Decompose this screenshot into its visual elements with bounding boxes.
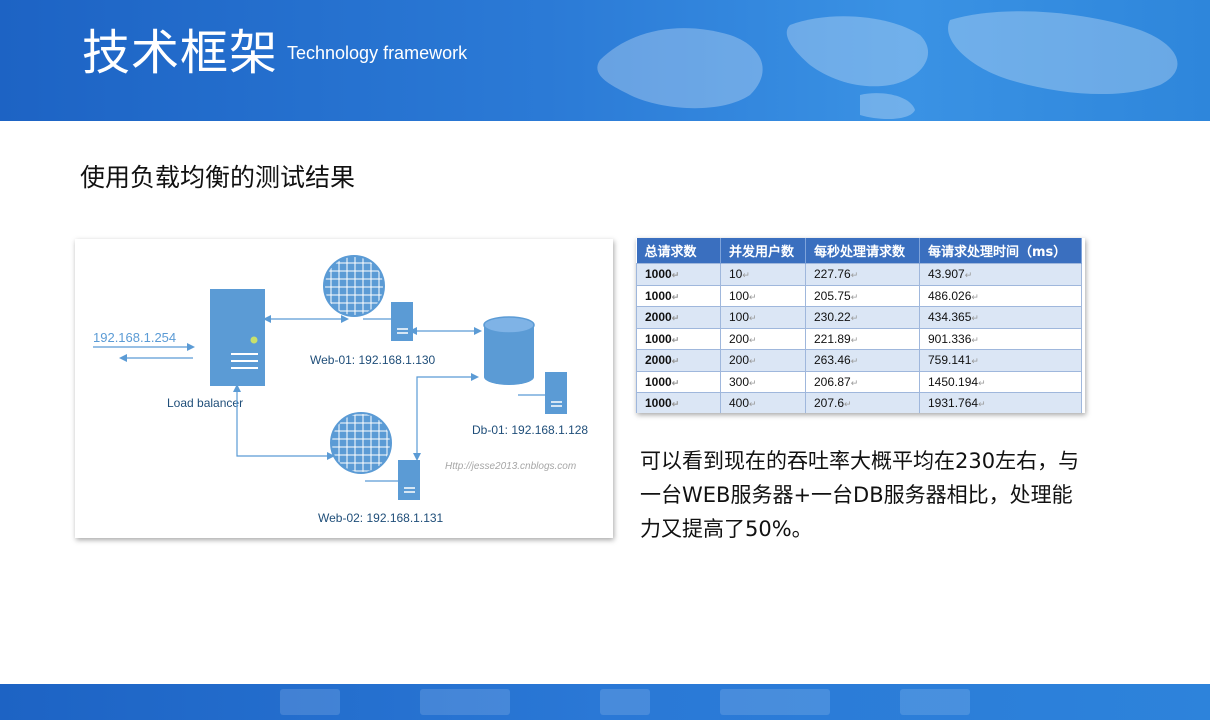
db01-server-icon [545, 372, 567, 414]
cell-total-requests: 2000↵ [636, 349, 721, 372]
page-subtitle: Technology framework [287, 43, 468, 63]
cell-time-per-request: 1450.194↵ [919, 370, 1082, 393]
cell-requests-per-second: 263.46↵ [805, 349, 920, 372]
header-total-requests: 总请求数 [636, 238, 721, 264]
results-table-card: 总请求数 并发用户数 每秒处理请求数 每请求处理时间（ms） 1000↵ 10↵… [636, 238, 1085, 413]
footer-banner [0, 684, 1210, 720]
cell-total-requests: 1000↵ [636, 327, 721, 350]
header-time-per-request: 每请求处理时间（ms） [919, 238, 1082, 264]
lb-web02-arrow [233, 384, 335, 460]
cell-concurrent-users: 300↵ [720, 370, 806, 393]
client-ip-label: 192.168.1.254 [93, 330, 176, 345]
table-row: 2000↵ 200↵ 263.46↵ 759.141↵ [636, 349, 1082, 372]
network-diagram: 192.168.1.254 Load balancer Web-01: 192.… [75, 239, 613, 538]
header-banner: 技术框架 Technology framework [0, 0, 1210, 121]
cell-requests-per-second: 221.89↵ [805, 327, 920, 350]
footer-decoration [280, 689, 340, 715]
footer-decoration [900, 689, 970, 715]
cell-concurrent-users: 100↵ [720, 284, 806, 307]
cell-requests-per-second: 230.22↵ [805, 306, 920, 329]
cell-concurrent-users: 200↵ [720, 327, 806, 350]
load-balancer-label: Load balancer [167, 396, 243, 410]
table-header-row: 总请求数 并发用户数 每秒处理请求数 每请求处理时间（ms） [636, 238, 1082, 264]
cell-concurrent-users: 10↵ [720, 263, 806, 286]
header-concurrent-users: 并发用户数 [720, 238, 806, 264]
summary-paragraph: 可以看到现在的吞吐率大概平均在230左右，与一台WEB服务器+一台DB服务器相比… [640, 449, 1080, 541]
network-diagram-canvas: 192.168.1.254 Load balancer Web-01: 192.… [93, 255, 588, 525]
cell-total-requests: 1000↵ [636, 284, 721, 307]
table-row: 1000↵ 400↵ 207.6↵ 1931.764↵ [636, 392, 1082, 413]
web02-server-icon [398, 460, 420, 500]
cell-total-requests: 1000↵ [636, 392, 721, 413]
web02-db-arrow [413, 373, 479, 461]
footer-decoration [420, 689, 510, 715]
footer-decoration [600, 689, 650, 715]
watermark-text: Http://jesse2013.cnblogs.com [445, 461, 576, 472]
cell-time-per-request: 759.141↵ [919, 349, 1082, 372]
db01-label: Db-01: 192.168.1.128 [472, 423, 588, 437]
web02-globe-icon [330, 412, 392, 474]
cell-requests-per-second: 205.75↵ [805, 284, 920, 307]
cell-time-per-request: 1931.764↵ [919, 392, 1082, 413]
page-title: 技术框架 [82, 25, 279, 81]
results-table: 总请求数 并发用户数 每秒处理请求数 每请求处理时间（ms） 1000↵ 10↵… [636, 238, 1082, 413]
database-cylinder-icon [483, 316, 535, 385]
web01-globe-icon [323, 255, 385, 317]
cell-total-requests: 2000↵ [636, 306, 721, 329]
world-map-decoration [597, 11, 1178, 120]
header-requests-per-second: 每秒处理请求数 [805, 238, 920, 264]
cell-requests-per-second: 207.6↵ [805, 392, 920, 413]
cell-total-requests: 1000↵ [636, 370, 721, 393]
cell-concurrent-users: 100↵ [720, 306, 806, 329]
table-row: 1000↵ 200↵ 221.89↵ 901.336↵ [636, 327, 1082, 350]
table-row: 1000↵ 10↵ 227.76↵ 43.907↵ [636, 263, 1082, 286]
load-balancer-server-icon [210, 289, 265, 386]
table-row: 2000↵ 100↵ 230.22↵ 434.365↵ [636, 306, 1082, 329]
web02-label: Web-02: 192.168.1.131 [318, 511, 444, 525]
web01-server-icon [391, 302, 413, 341]
footer-decoration [720, 689, 830, 715]
cell-requests-per-second: 206.87↵ [805, 370, 920, 393]
cell-requests-per-second: 227.76↵ [805, 263, 920, 286]
cell-concurrent-users: 200↵ [720, 349, 806, 372]
cell-time-per-request: 486.026↵ [919, 284, 1082, 307]
cell-time-per-request: 901.336↵ [919, 327, 1082, 350]
web01-label: Web-01: 192.168.1.130 [310, 353, 436, 367]
cell-time-per-request: 434.365↵ [919, 306, 1082, 329]
table-row: 1000↵ 300↵ 206.87↵ 1450.194↵ [636, 370, 1082, 393]
cell-time-per-request: 43.907↵ [919, 263, 1082, 286]
section-heading: 使用负载均衡的测试结果 [80, 163, 356, 192]
cell-concurrent-users: 400↵ [720, 392, 806, 413]
table-row: 1000↵ 100↵ 205.75↵ 486.026↵ [636, 284, 1082, 307]
cell-total-requests: 1000↵ [636, 263, 721, 286]
